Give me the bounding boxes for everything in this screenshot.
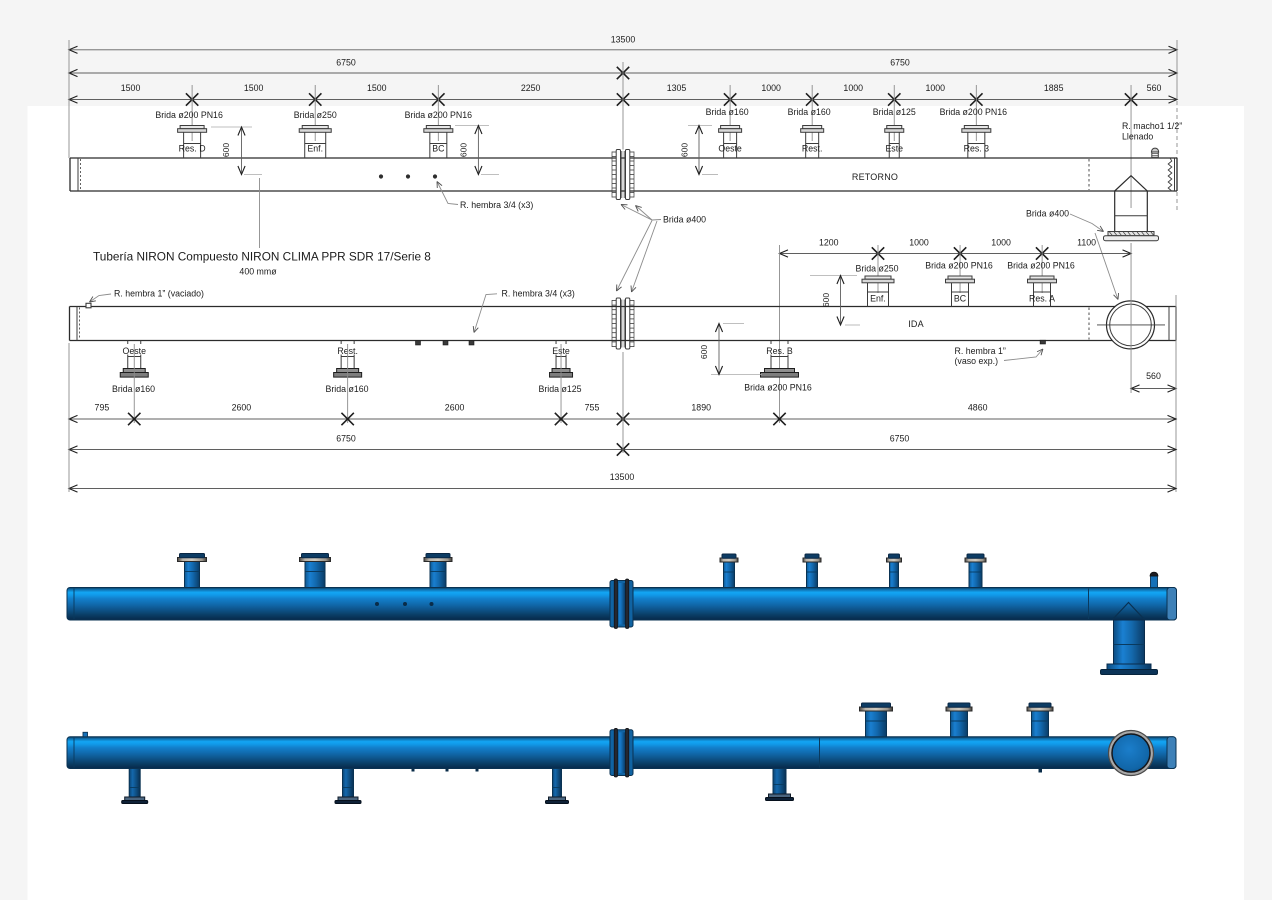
svg-text:Brida ø200 PN16: Brida ø200 PN16 [1007, 261, 1075, 271]
svg-text:Res. 3: Res. 3 [964, 144, 990, 154]
svg-text:Enf.: Enf. [870, 294, 886, 304]
svg-text:1305: 1305 [667, 83, 687, 93]
svg-text:Brida ø200 PN16: Brida ø200 PN16 [925, 261, 993, 271]
svg-text:BC: BC [432, 144, 445, 154]
svg-text:755: 755 [585, 403, 600, 413]
svg-text:Brida ø160: Brida ø160 [325, 384, 368, 394]
svg-text:Brida ø200 PN16: Brida ø200 PN16 [155, 110, 223, 120]
svg-text:Brida ø400: Brida ø400 [663, 215, 706, 225]
svg-text:2250: 2250 [521, 83, 541, 93]
svg-text:1890: 1890 [691, 403, 711, 413]
svg-text:4860: 4860 [968, 403, 988, 413]
svg-text:R. hembra 1” (vaciado): R. hembra 1” (vaciado) [114, 289, 204, 299]
svg-text:600: 600 [821, 293, 831, 307]
svg-text:1000: 1000 [991, 238, 1011, 248]
svg-text:Tubería NIRON Compuesto NIRON: Tubería NIRON Compuesto NIRON CLIMA PPR … [93, 250, 431, 264]
svg-text:BC: BC [954, 294, 967, 304]
svg-text:2600: 2600 [445, 403, 465, 413]
svg-text:1000: 1000 [843, 83, 863, 93]
svg-text:1885: 1885 [1044, 83, 1064, 93]
svg-text:6750: 6750 [336, 434, 356, 444]
svg-text:Res. A: Res. A [1029, 294, 1055, 304]
svg-text:600: 600 [680, 143, 690, 157]
svg-text:1200: 1200 [819, 238, 839, 248]
svg-text:1500: 1500 [244, 83, 264, 93]
svg-text:13500: 13500 [611, 35, 636, 45]
svg-text:Brida ø400: Brida ø400 [1026, 209, 1069, 219]
svg-text:IDA: IDA [908, 319, 924, 329]
svg-text:400 mmø: 400 mmø [239, 267, 277, 277]
svg-text:Brida ø160: Brida ø160 [788, 107, 831, 117]
svg-text:Brida ø125: Brida ø125 [538, 384, 581, 394]
svg-text:Brida ø250: Brida ø250 [855, 264, 898, 274]
svg-text:2600: 2600 [232, 403, 252, 413]
svg-text:560: 560 [1146, 371, 1161, 381]
svg-text:1100: 1100 [1077, 238, 1096, 248]
svg-text:600: 600 [699, 345, 709, 359]
svg-text:Este: Este [885, 144, 903, 154]
svg-text:1500: 1500 [121, 83, 141, 93]
svg-text:R. hembra 3/4 (x3): R. hembra 3/4 (x3) [502, 289, 575, 299]
svg-text:Enf.: Enf. [307, 144, 323, 154]
svg-text:6750: 6750 [890, 434, 910, 444]
svg-text:Brida ø200 PN16: Brida ø200 PN16 [744, 383, 812, 393]
svg-text:(vaso exp.): (vaso exp.) [955, 356, 999, 366]
svg-text:Res. D: Res. D [179, 144, 206, 154]
svg-text:Brida ø160: Brida ø160 [706, 107, 749, 117]
svg-text:R. macho1 1/2”: R. macho1 1/2” [1122, 121, 1182, 131]
svg-text:1000: 1000 [909, 238, 929, 248]
svg-text:R. hembra 3/4 (x3): R. hembra 3/4 (x3) [460, 200, 533, 210]
svg-text:Res. B: Res. B [766, 346, 793, 356]
svg-text:6750: 6750 [890, 58, 910, 68]
svg-text:Brida ø125: Brida ø125 [873, 107, 916, 117]
svg-text:13500: 13500 [610, 472, 635, 482]
svg-text:RETORNO: RETORNO [852, 172, 898, 182]
svg-text:Brida ø250: Brida ø250 [294, 110, 337, 120]
svg-text:Brida ø200 PN16: Brida ø200 PN16 [940, 107, 1008, 117]
svg-text:Oeste: Oeste [718, 144, 742, 154]
svg-text:Brida ø200 PN16: Brida ø200 PN16 [405, 110, 473, 120]
svg-text:Llenado: Llenado [1122, 132, 1153, 142]
svg-text:600: 600 [221, 143, 231, 157]
svg-text:R. hembra 1”: R. hembra 1” [955, 346, 1006, 356]
svg-text:795: 795 [95, 403, 110, 413]
svg-text:560: 560 [1147, 83, 1162, 93]
svg-text:6750: 6750 [336, 58, 356, 68]
svg-text:600: 600 [459, 143, 469, 157]
svg-text:Rest.: Rest. [802, 144, 823, 154]
svg-text:1000: 1000 [761, 83, 781, 93]
svg-text:1500: 1500 [367, 83, 387, 93]
svg-text:Brida ø160: Brida ø160 [112, 384, 155, 394]
svg-text:1000: 1000 [926, 83, 946, 93]
